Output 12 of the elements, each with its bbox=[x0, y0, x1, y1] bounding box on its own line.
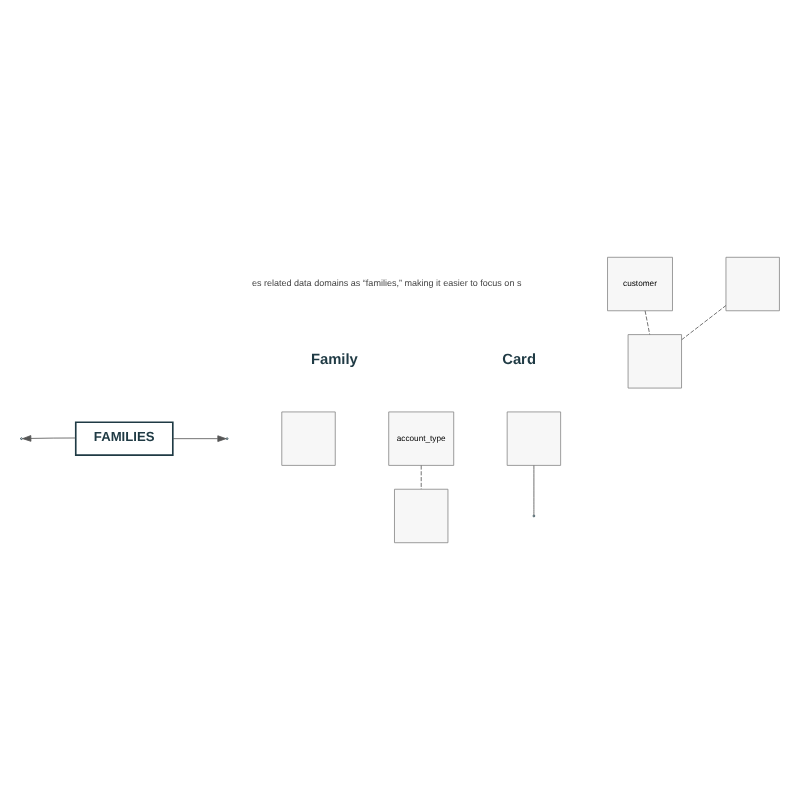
node-box bbox=[394, 488, 449, 544]
node-box bbox=[506, 411, 562, 466]
connector bbox=[420, 465, 422, 490]
node-box bbox=[281, 411, 336, 466]
node-box bbox=[627, 334, 682, 389]
label: Card bbox=[502, 350, 536, 369]
node-box bbox=[725, 256, 780, 312]
connector bbox=[644, 310, 651, 335]
arrow bbox=[22, 435, 76, 442]
arrow bbox=[172, 435, 227, 442]
label: Family bbox=[310, 350, 358, 369]
connector bbox=[681, 305, 727, 340]
